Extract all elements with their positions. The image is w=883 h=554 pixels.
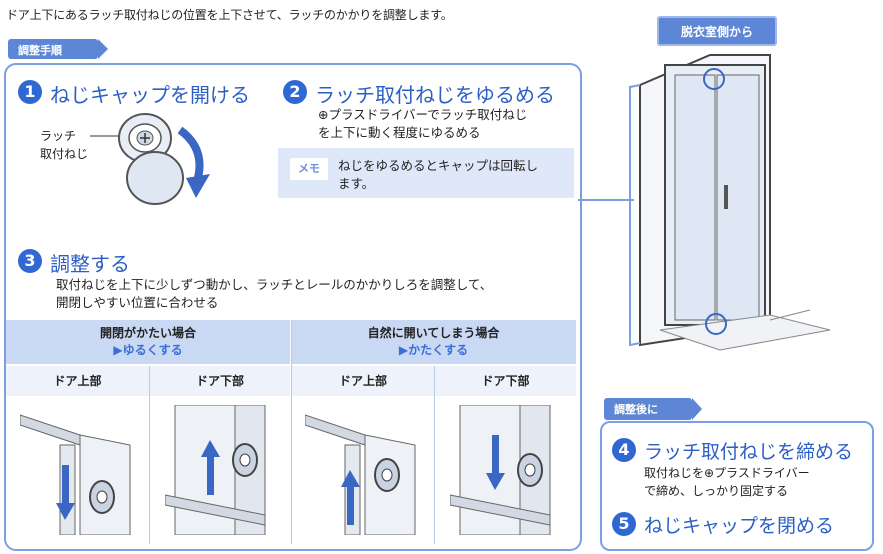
step-3-desc-line-1: 取付ねじを上下に少しずつ動かし、ラッチとレールのかかりしろを調整して、: [56, 277, 493, 292]
step-2-title: ラッチ取付ねじをゆるめる: [315, 83, 555, 107]
col-loose-top: ドア上部: [292, 366, 434, 396]
step-2-description: ⊕プラスドライバーでラッチ取付ねじ を上下に動く程度にゆるめる: [318, 106, 527, 142]
memo-text: ねじをゆるめるとキャップは回転し ます。: [338, 157, 568, 193]
step-5-title: ねじキャップを閉める: [644, 515, 835, 537]
memo-line-1: ねじをゆるめるとキャップは回転し: [338, 158, 539, 173]
connector-line: [578, 199, 634, 201]
callout-line-2: 取付ねじ: [40, 147, 89, 161]
group-tight-action: ▶ゆるくする: [113, 343, 183, 357]
procedure-tag: 調整手順: [8, 39, 108, 59]
group-loose-condition: 自然に開いてしまう場合: [367, 326, 500, 340]
col-tight-top: ドア上部: [6, 366, 149, 396]
group-tight-condition: 開閉がかたい場合: [99, 326, 196, 340]
step-2-desc-line-1: ⊕プラスドライバーでラッチ取付ねじ: [318, 107, 528, 122]
step-4-number: 4: [612, 438, 636, 462]
step-4-desc-line-1: 取付ねじを⊕プラスドライバー: [644, 466, 810, 480]
group-tight: 開閉がかたい場合 ▶ゆるくする: [6, 320, 291, 364]
intro-text: ドア上下にあるラッチ取付ねじの位置を上下させて、ラッチのかかりを調整します。: [6, 8, 453, 22]
step-1-number: 1: [18, 80, 42, 104]
latch-screw-callout: ラッチ 取付ねじ: [40, 127, 88, 163]
screw-cap-illustration: [90, 113, 210, 205]
step-1-title: ねじキャップを開ける: [50, 83, 250, 107]
step-4-desc-line-2: で締め、しっかり固定する: [644, 484, 789, 498]
procedure-panel: [4, 63, 582, 551]
divider-1: [149, 366, 150, 544]
tight-top-illustration: [20, 414, 131, 535]
after-adjustment-panel: [600, 421, 874, 551]
memo-label: メモ: [290, 158, 328, 180]
step-3-title: 調整する: [50, 252, 130, 276]
after-adjustment-tag: 調整後に: [604, 398, 702, 420]
door-illustration: [629, 54, 831, 351]
step-4-description: 取付ねじを⊕プラスドライバー で締め、しっかり固定する: [644, 464, 810, 500]
step-5-number: 5: [612, 512, 636, 536]
group-loose-action: ▶かたくする: [398, 343, 469, 357]
callout-line-1: ラッチ: [40, 129, 77, 143]
step-3-desc-line-2: 開閉しやすい位置に合わせる: [56, 295, 219, 310]
tight-bottom-illustration: [165, 405, 266, 535]
step-4-title: ラッチ取付ねじを締める: [644, 441, 854, 463]
loose-top-illustration: [305, 414, 416, 535]
col-tight-bottom: ドア下部: [150, 366, 290, 396]
step-3-description: 取付ねじを上下に少しずつ動かし、ラッチとレールのかかりしろを調整して、 開閉しや…: [56, 276, 492, 312]
side-view-tag: 脱衣室側から: [657, 16, 777, 46]
step-2-number: 2: [283, 80, 307, 104]
step-3-number: 3: [18, 249, 42, 273]
group-loose: 自然に開いてしまう場合 ▶かたくする: [291, 320, 576, 364]
step-2-desc-line-2: を上下に動く程度にゆるめる: [318, 125, 481, 140]
loose-bottom-illustration: [450, 405, 551, 535]
col-loose-bottom: ドア下部: [435, 366, 576, 396]
memo-line-2: ます。: [338, 176, 375, 191]
divider-3: [434, 366, 435, 544]
divider-2: [291, 320, 292, 544]
